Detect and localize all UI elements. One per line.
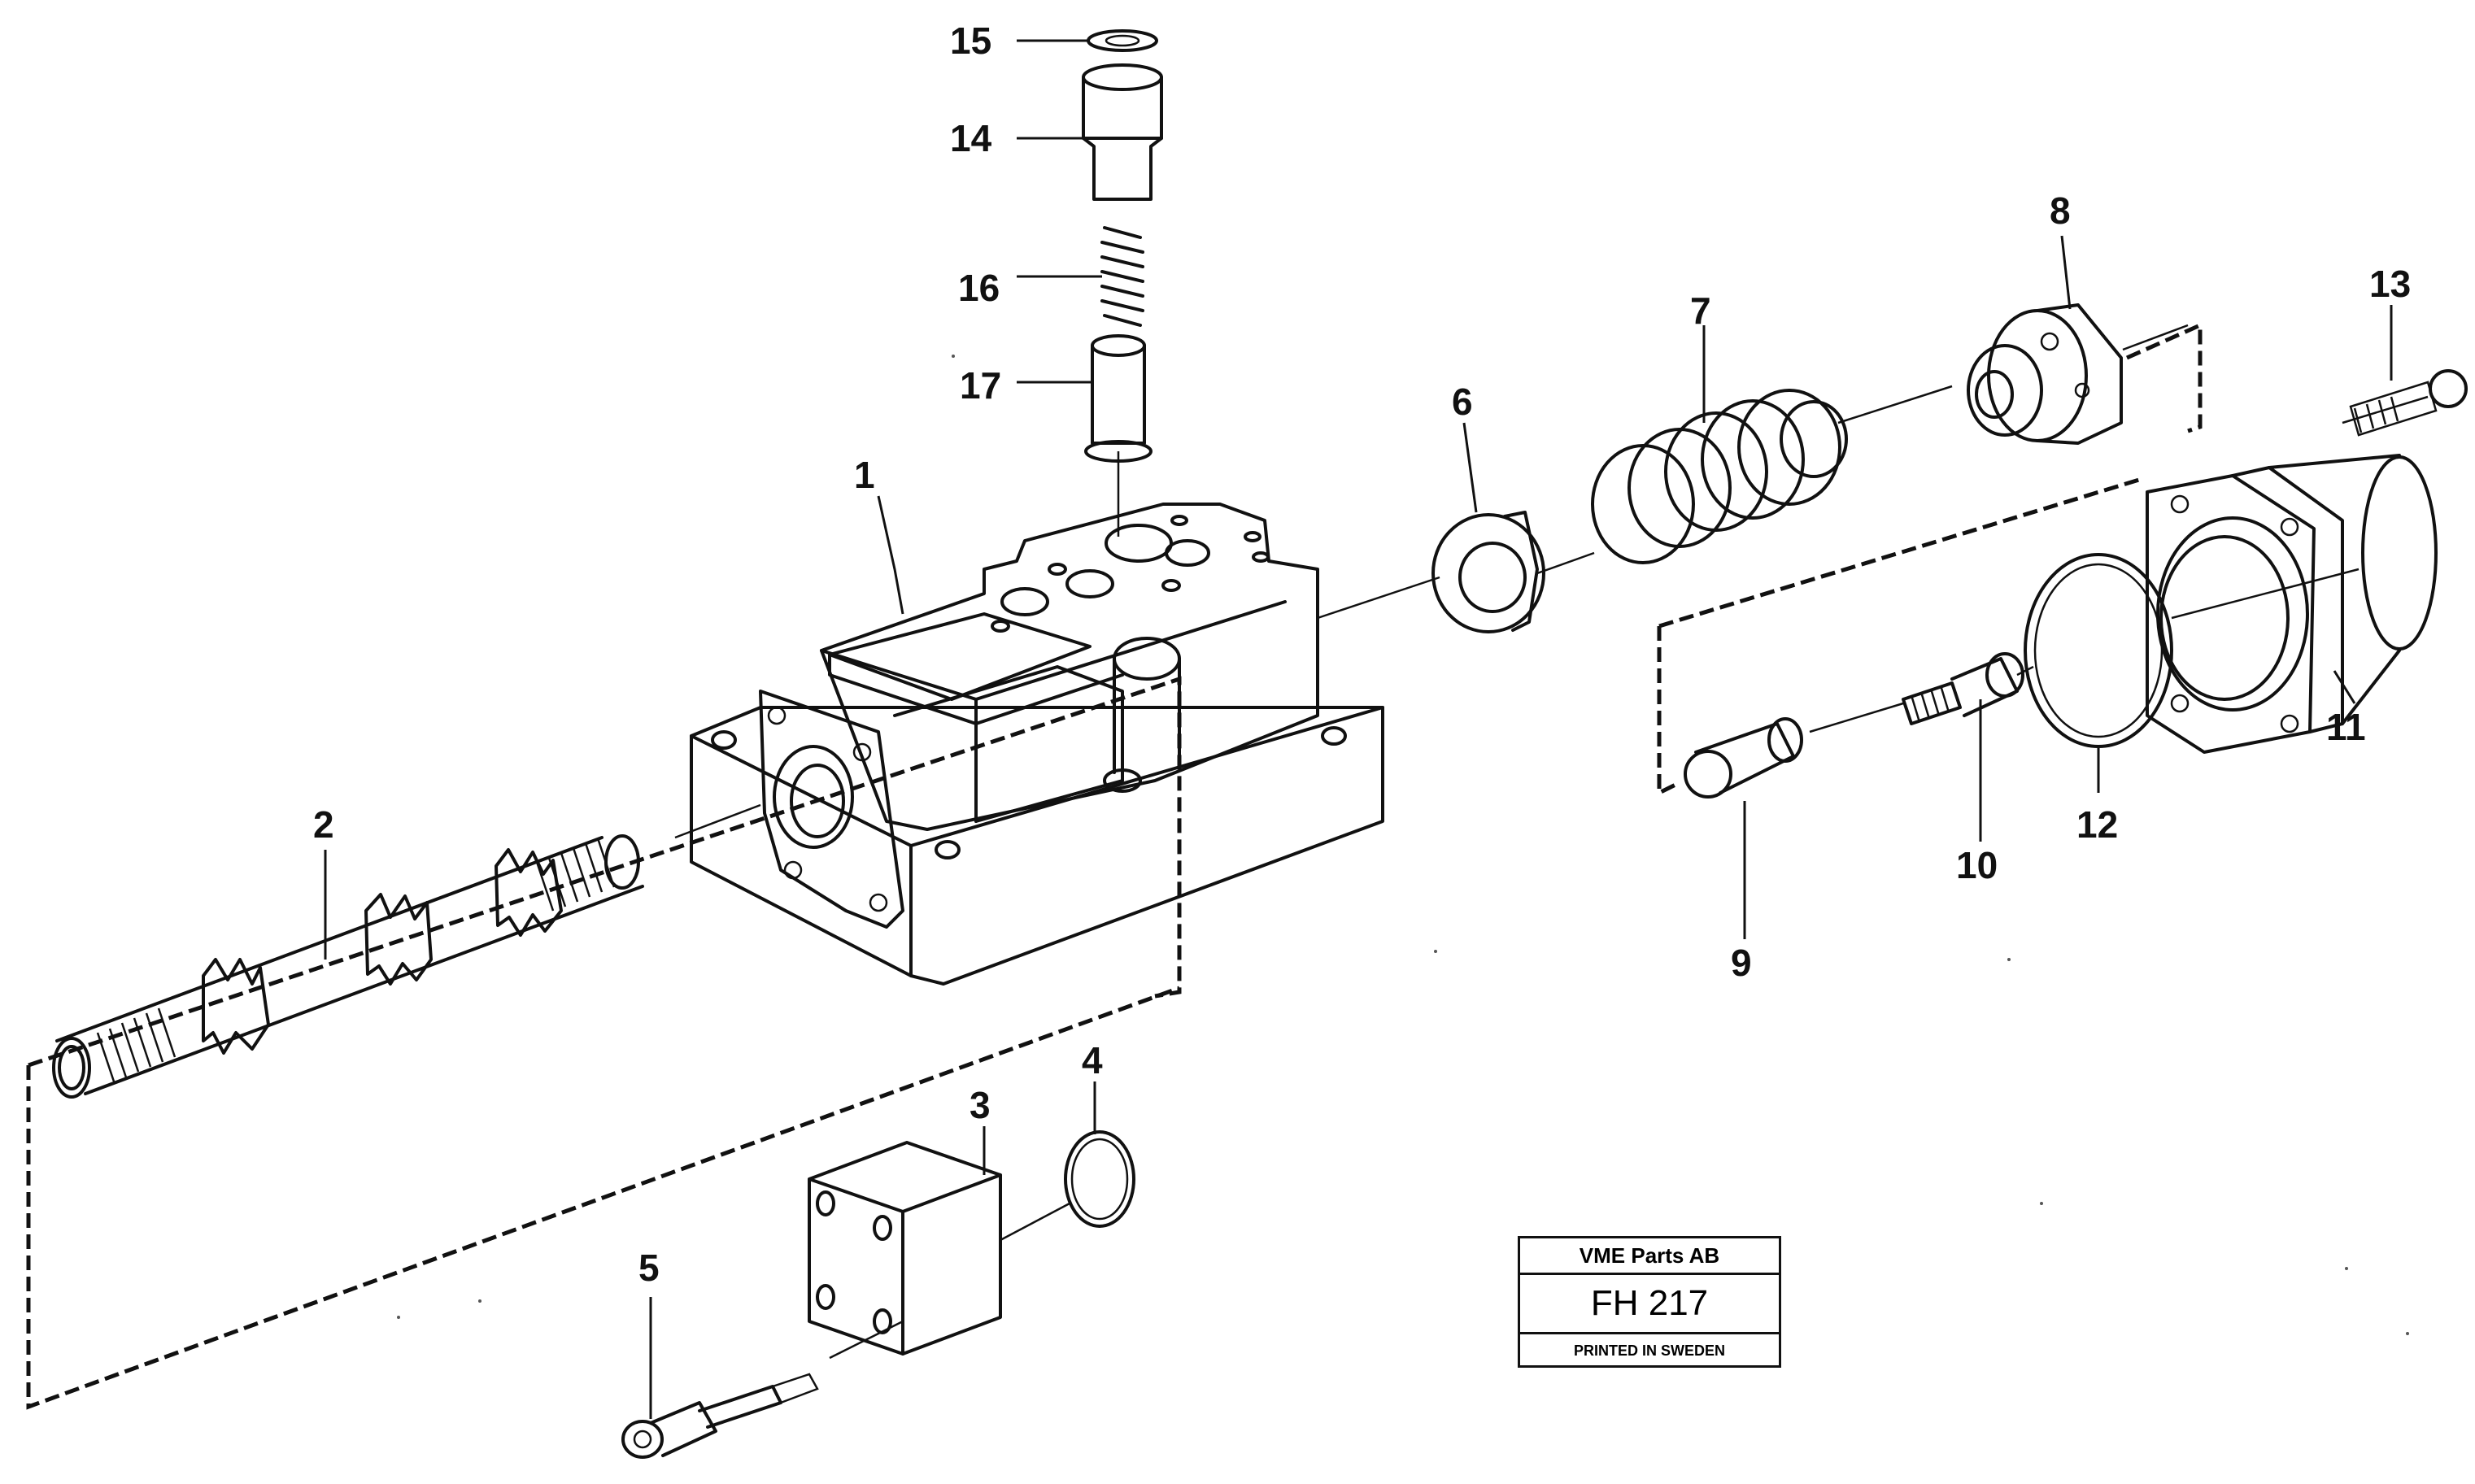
callout-2: 2 [313,803,334,846]
callout-10: 10 [1956,844,1998,886]
callout-5: 5 [638,1247,660,1289]
sealing-ring-part-12 [2024,553,2173,748]
end-cover-part-11 [2146,454,2438,754]
callout-9: 9 [1731,942,1752,984]
o-ring-part-4 [1064,1130,1135,1228]
spool-part-2 [52,834,644,1099]
bolt-part-13 [2342,369,2468,437]
scan-dots [397,355,2409,1335]
callout-1: 1 [854,454,875,496]
callout-16: 16 [958,267,1000,309]
dashed-group-bracket-left [26,676,1182,1410]
spring-seat-part-6 [1431,511,1545,633]
callout-8: 8 [2050,189,2071,232]
callout-14: 14 [950,117,992,159]
plug-part-9 [1684,717,1803,799]
title-block: VME Parts AB FH 217 PRINTED IN SWEDEN [1518,1236,1781,1368]
sleeve-part-17 [1084,334,1153,463]
callout-labels: 15 14 16 17 1 2 3 4 5 6 7 8 13 11 12 10 … [313,20,2411,1289]
cover-block-part-3 [808,1141,1002,1356]
callout-4: 4 [1082,1039,1103,1081]
dashed-group-bracket-right [1657,322,2203,797]
callout-6: 6 [1452,381,1473,423]
leader-lines [324,39,2393,1419]
screw-part-10 [1902,652,2024,725]
assembly-axis-lines [674,324,2360,1360]
spring-part-7 [1591,389,1848,564]
title-block-printed: PRINTED IN SWEDEN [1573,1343,1725,1359]
callout-3: 3 [970,1084,991,1126]
title-block-code: FH 217 [1520,1275,1779,1334]
callout-12: 12 [2076,803,2118,846]
callout-11: 11 [2326,706,2366,748]
screw-part-5 [621,1373,819,1459]
washer-part-15 [1087,29,1158,52]
sleeve-part-8 [1967,303,2123,445]
callout-13: 13 [2369,263,2411,305]
valve-cap-part-14 [1082,63,1163,201]
title-block-company: VME Parts AB [1520,1238,1779,1275]
callout-7: 7 [1690,289,1711,332]
spring-part-16 [1100,226,1144,327]
callout-15: 15 [950,20,991,62]
valve-housing-part-1 [690,503,1384,986]
callout-17: 17 [960,364,1001,407]
